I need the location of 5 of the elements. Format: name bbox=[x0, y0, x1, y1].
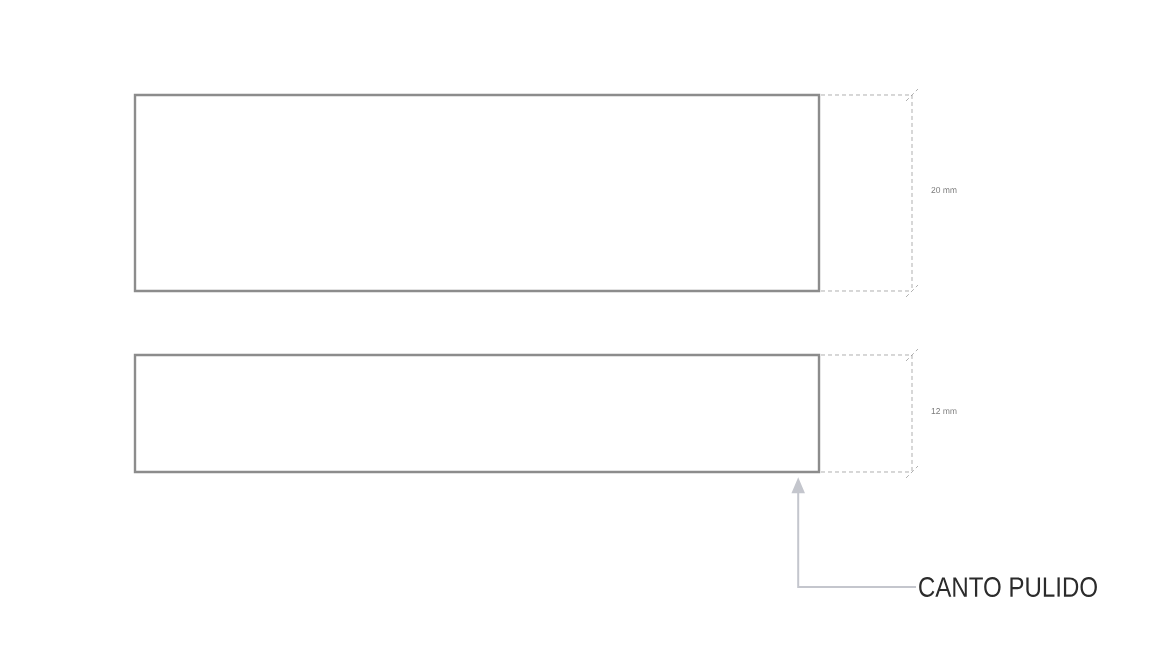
callout-text: CANTO PULIDO bbox=[919, 577, 1097, 597]
panel-outline bbox=[133, 93, 821, 293]
panel-outline bbox=[133, 353, 821, 474]
dimension-label: 12 mm bbox=[931, 408, 957, 414]
dimension-label: 20 mm bbox=[931, 187, 957, 193]
